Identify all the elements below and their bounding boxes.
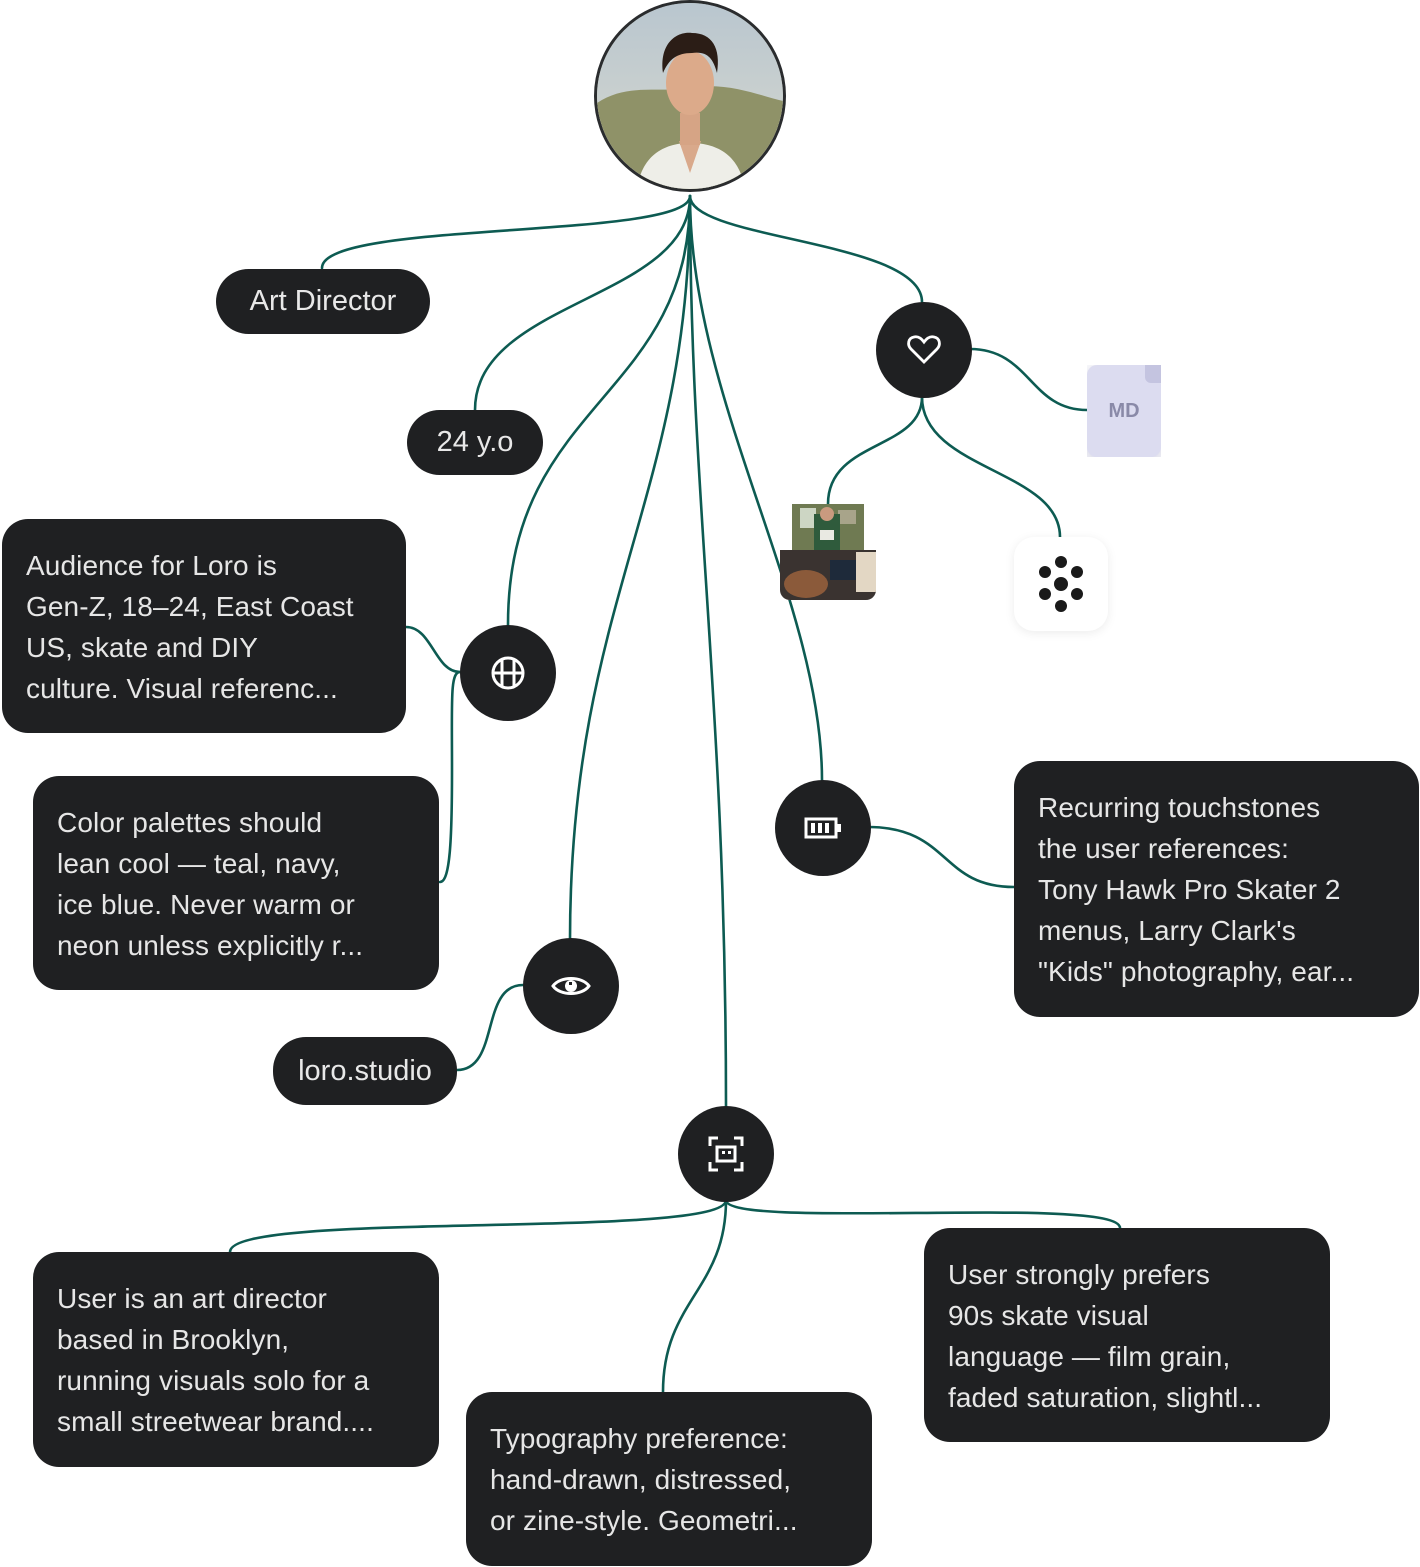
card-line: hand-drawn, distressed,	[490, 1464, 792, 1495]
card-line: the user references:	[1038, 833, 1290, 864]
card-line: faded saturation, slightl...	[948, 1382, 1263, 1413]
card-line: menus, Larry Clark's	[1038, 915, 1296, 946]
card-line: based in Brooklyn,	[57, 1324, 290, 1355]
portrait-photo	[597, 3, 783, 189]
skater-photo[interactable]	[780, 504, 876, 600]
memory-card-typography[interactable]: Typography preference: hand-drawn, distr…	[466, 1392, 872, 1566]
link-audience	[404, 625, 462, 674]
card-line: Color palettes should	[57, 807, 323, 838]
dots-flower-icon	[1039, 556, 1083, 612]
heart-icon	[907, 335, 941, 364]
age-pill[interactable]: 24 y.o	[407, 410, 543, 475]
md-file-corner	[1145, 365, 1161, 383]
card-line: "Kids" photography, ear...	[1038, 956, 1355, 987]
link-typography	[661, 1198, 728, 1394]
battery-icon	[804, 817, 841, 839]
battery-node[interactable]	[775, 780, 871, 876]
link-heart	[688, 194, 924, 304]
globe-node[interactable]	[460, 625, 556, 721]
link-website	[455, 983, 525, 1072]
card-line: US, skate and DIY	[26, 632, 259, 663]
eye-icon	[551, 977, 591, 995]
link-face-scan	[688, 194, 728, 1108]
age-label: 24 y.o	[436, 426, 514, 458]
card-line: running visuals solo for a	[57, 1365, 370, 1396]
face-scan-icon	[708, 1136, 744, 1172]
role-pill[interactable]: Art Director	[216, 269, 430, 334]
eye-node[interactable]	[523, 938, 619, 1034]
card-line: User is an art director	[57, 1283, 327, 1314]
link-bio	[228, 1198, 728, 1254]
face-scan-node[interactable]	[678, 1106, 774, 1202]
app-tile[interactable]	[1014, 537, 1108, 631]
link-battery	[688, 194, 824, 782]
role-label: Art Director	[249, 285, 397, 317]
link-age	[473, 194, 692, 412]
website-label: loro.studio	[298, 1054, 432, 1087]
card-line: lean cool — teal, navy,	[57, 848, 341, 879]
link-art-director	[320, 194, 692, 270]
card-line: language — film grain,	[948, 1341, 1231, 1372]
card-line: or zine-style. Geometri...	[490, 1505, 798, 1536]
card-line: culture. Visual referenc...	[26, 673, 338, 704]
link-skate	[724, 1198, 1122, 1230]
md-file-icon[interactable]: MD	[1087, 365, 1161, 457]
md-file-label: MD	[1108, 399, 1140, 422]
link-photo	[826, 395, 924, 506]
card-line: neon unless explicitly r...	[57, 930, 364, 961]
memory-card-touchstones[interactable]: Recurring touchstones the user reference…	[1014, 761, 1419, 1017]
card-line: Typography preference:	[490, 1423, 788, 1454]
card-line: Audience for Loro is	[26, 550, 278, 581]
memory-card-palette[interactable]: Color palettes should lean cool — teal, …	[33, 776, 439, 990]
card-line: Tony Hawk Pro Skater 2	[1038, 874, 1341, 905]
globe-icon	[491, 656, 525, 690]
heart-node[interactable]	[876, 302, 972, 398]
link-globe	[506, 194, 692, 627]
website-pill[interactable]: loro.studio	[273, 1037, 457, 1105]
card-line: 90s skate visual	[948, 1300, 1149, 1331]
memory-card-skate[interactable]: User strongly prefers 90s skate visual l…	[924, 1228, 1330, 1442]
link-touchstones	[866, 825, 1016, 889]
link-palette	[438, 670, 462, 884]
card-line: User strongly prefers	[948, 1259, 1210, 1290]
card-line: ice blue. Never warm or	[57, 889, 355, 920]
memory-card-bio[interactable]: User is an art director based in Brookly…	[33, 1252, 439, 1467]
card-line: Recurring touchstones	[1038, 792, 1321, 823]
skater-photo-image	[780, 504, 876, 600]
card-line: small streetwear brand....	[57, 1406, 374, 1437]
link-app	[920, 395, 1062, 539]
link-eye	[568, 194, 692, 942]
link-md	[968, 347, 1089, 412]
profile-avatar[interactable]	[594, 0, 786, 192]
memory-card-audience[interactable]: Audience for Loro is Gen-Z, 18–24, East …	[2, 519, 406, 733]
card-line: Gen-Z, 18–24, East Coast	[26, 591, 354, 622]
